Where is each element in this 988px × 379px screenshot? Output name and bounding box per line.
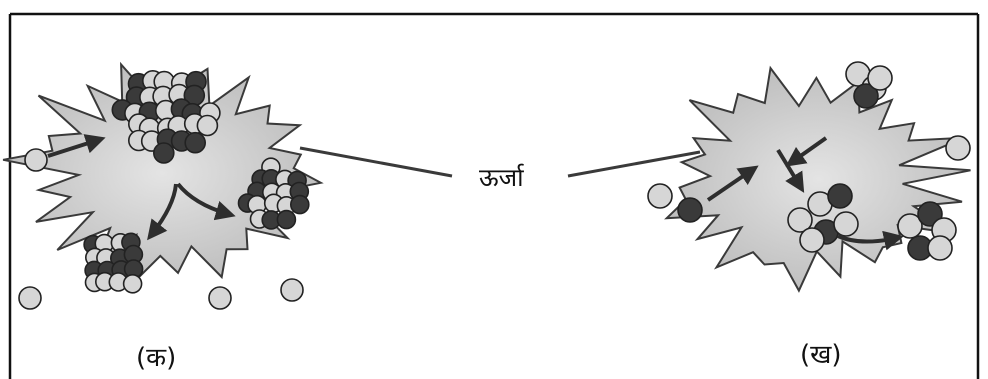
energy-label: ऊर्जा [479,163,524,192]
fragment-nucleus-particle [276,209,297,230]
fused-nucleus-particle [799,227,825,253]
fusion-panel [647,61,971,293]
fission-nucleus-particle [184,131,206,154]
free-neutron [280,278,304,302]
fission-nucleus-particle [153,142,175,164]
fused-nucleus-particle [787,207,813,233]
fusion-arrow-out [837,230,904,251]
helium-particle [917,201,943,227]
energy-pointer-left [299,146,453,178]
tritium-particle [647,183,673,209]
fission-panel [2,61,324,310]
energy-pointer-right [567,150,701,178]
free-neutron [24,148,48,172]
fission-arrow-split-left [147,183,178,241]
fission-arrow-incoming [47,134,106,158]
fission-arrow-split-right [176,182,236,221]
fission-nucleus-particle [196,114,219,137]
fused-nucleus-particle [833,211,859,237]
fission-burst [2,61,324,285]
fusion-arrow-center [776,148,805,193]
fused-nucleus-particle [827,183,853,209]
fusion-arrow-top [785,136,828,167]
fusion-arrow-left [706,165,759,202]
fragment-nucleus-particle [289,194,310,215]
helium-particle [927,235,953,261]
caption-fusion: (ख) [800,340,842,370]
tritium-particle [677,197,703,223]
free-neutron [18,286,42,310]
fragment-nucleus-particle [122,273,143,294]
deuteron-particle [853,83,879,109]
free-neutron [208,286,232,310]
caption-fission: (क) [136,343,177,373]
deuteron-particle [867,65,893,91]
free-neutron [945,135,971,161]
helium-particle [897,213,923,239]
